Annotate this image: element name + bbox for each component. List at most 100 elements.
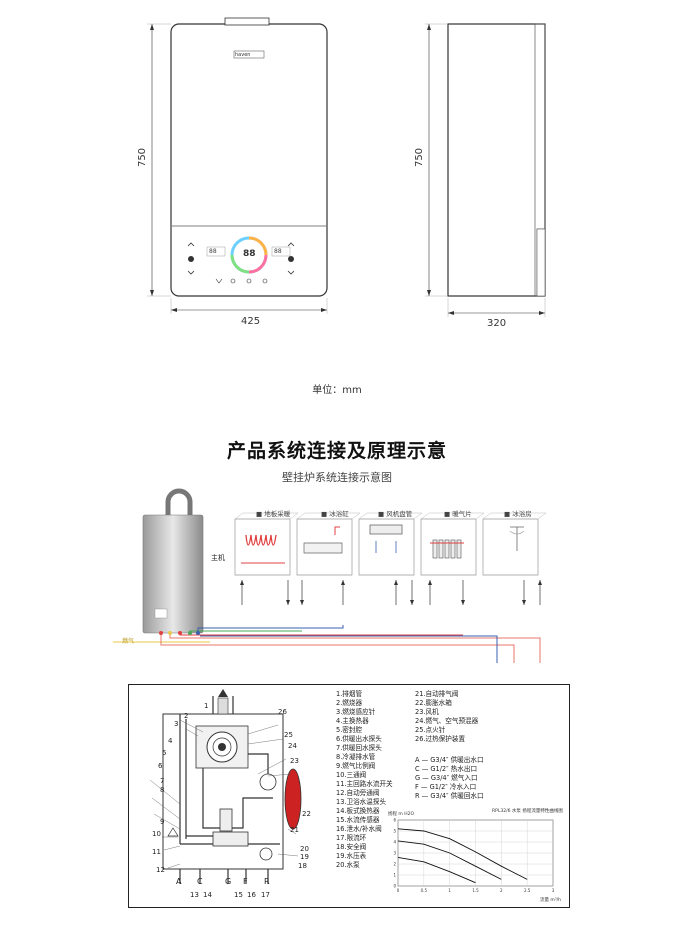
display-left: 88 [209,248,217,255]
pump-chart-xlabel: 流量 m³/h [540,898,561,903]
room-label-bathtub: ■ 冰浴缸 [321,510,349,518]
section-subtitle: 壁挂炉系统连接示意图 [282,471,392,484]
legend-item-17: 17.限流环 [336,834,367,842]
front-view [147,17,328,314]
part-number-12: 12 [156,866,165,874]
legend-item-15: 15.水流传感器 [336,816,380,824]
part-number-11: 11 [152,848,161,856]
legend-item-16: 16.泄水/补水阀 [336,825,382,833]
part-number-17: 17 [261,891,270,899]
room-label-fan-coil: ■ 风机盘管 [378,510,413,518]
display-right: 88 [274,248,282,255]
part-number-9: 9 [160,818,165,826]
part-number-18: 18 [298,862,307,870]
part-number-6: 6 [158,762,163,770]
pump-chart-x-tick: 0.5 [421,888,428,893]
pump-chart-y-tick: 6 [393,818,396,823]
legend-item-25: 25.点火针 [415,726,446,734]
pump-chart-y-tick: 1 [393,873,396,878]
dimension-drawings [147,17,546,317]
pump-curve-2 [397,840,502,880]
connection-letter-g: G [225,877,232,886]
legend-item-24: 24.燃气、空气预混器 [415,717,479,725]
legend-item-19: 19.水压表 [336,852,367,860]
part-number-22: 22 [302,810,311,818]
part-number-5: 5 [162,749,167,757]
main-unit-label: 主机 [211,554,225,562]
pump-chart-y-tick: 0 [393,884,396,889]
connection-letter-r: R [264,877,270,886]
side-height-label: 750 [414,147,426,168]
legend-item-2: 2.燃烧器 [336,699,363,707]
connection-a: A — G3/4″ 供暖出水口 [415,756,484,764]
pump-chart-y-tick: 2 [393,862,396,867]
room-label-radiator: ■ 暖气片 [444,510,472,518]
brand-label: haven [235,52,251,58]
part-number-1: 1 [204,702,209,710]
part-number-16: 16 [247,891,256,899]
side-depth-label: 320 [487,318,507,329]
pump-curve-1 [397,828,528,880]
pump-curve-3 [397,856,476,884]
room-label-shower: ■ 冰浴房 [504,510,532,518]
legend-item-8: 8.冷凝排水管 [336,753,376,761]
part-number-24: 24 [288,742,297,750]
part-number-20: 20 [300,845,309,853]
legend-item-14: 14.板式换热器 [336,807,380,815]
pump-chart-x-tick: 0 [397,888,400,893]
connection-g: G — G3/4″ 燃气入口 [415,774,478,782]
connection-letter-a: A [176,877,182,886]
part-number-15: 15 [234,891,243,899]
part-number-3: 3 [174,720,179,728]
legend-item-26: 26.过热保护装置 [415,735,466,743]
part-number-8: 8 [160,786,165,794]
connection-c: C — G1/2″ 热水出口 [415,765,478,773]
legend-item-1: 1.排烟管 [336,690,363,698]
part-number-25: 25 [284,731,293,739]
part-number-19: 19 [300,853,309,861]
connection-r: R — G3/4″ 供暖回水口 [415,792,484,800]
part-number-23: 23 [290,757,299,765]
connection-letter-f: F [243,877,248,886]
display-center: 88 [243,249,256,259]
section-title: 产品系统连接及原理示意 [226,440,447,462]
pump-chart-x-tick: 1.5 [472,888,479,893]
pump-chart-y-tick: 5 [393,829,396,834]
pump-chart-x-tick: 3 [552,888,555,893]
legend-item-5: 5.密封腔 [336,726,363,734]
part-number-10: 10 [152,830,161,838]
gas-label: 燃气 [122,638,135,645]
pump-chart-y-tick: 3 [393,851,396,856]
connection-f: F — G1/2″ 冷水入口 [415,783,477,791]
legend-item-11: 11.主回路水流开关 [336,780,393,788]
legend-item-23: 23.风机 [415,708,439,716]
pump-chart-x-tick: 2 [500,888,503,893]
part-number-14: 14 [203,891,212,899]
side-view [425,23,546,317]
legend-item-22: 22.膨胀水箱 [415,699,452,707]
unit-note: 单位：mm [312,385,362,396]
legend-item-6: 6.供暖出水探头 [336,735,382,743]
part-number-21: 21 [290,826,299,834]
control-panel [187,236,295,284]
pump-chart: 0 0.5 1 1.5 2 2.5 3 6 5 4 3 2 1 0 [393,818,555,894]
pump-chart-ylabel: 扬程 m H2O [388,812,415,817]
part-number-13: 13 [190,891,199,899]
pump-chart-x-tick: 2.5 [524,888,531,893]
legend-item-9: 9.燃气比例阀 [336,762,376,770]
boiler-unit [142,514,204,634]
front-height-label: 750 [137,147,149,168]
room-label-floor-heating: ■ 地板采暖 [256,510,291,518]
part-number-4: 4 [168,737,173,745]
legend-item-20: 20.水泵 [336,861,360,869]
part-number-2: 2 [184,712,189,720]
legend-item-7: 7.供暖回水探头 [336,744,382,752]
legend-item-21: 21.自动排气阀 [415,690,459,698]
pump-chart-x-tick: 1 [448,888,451,893]
legend-item-18: 18.安全阀 [336,843,367,851]
pump-chart-y-tick: 4 [393,840,396,845]
part-number-26: 26 [278,708,287,716]
system-diagram [113,488,547,663]
boiler-schematic [149,689,302,884]
schematic-frame [128,684,570,908]
